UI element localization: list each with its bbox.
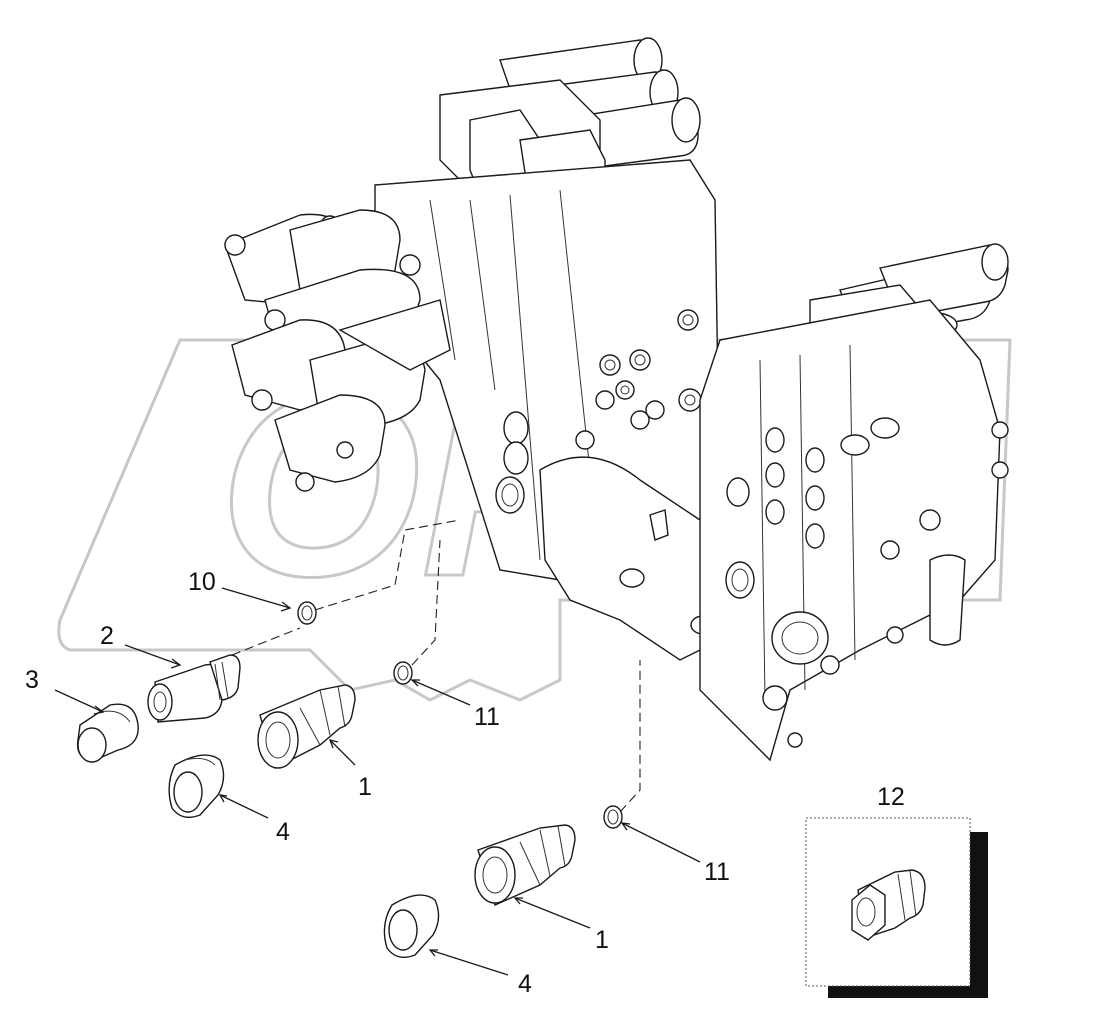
part-12-adapter xyxy=(851,869,926,941)
callout-11-lower: 11 xyxy=(704,858,730,886)
part-4-cap-upper xyxy=(168,754,225,818)
callout-2: 2 xyxy=(100,622,114,650)
leader-lines xyxy=(54,587,701,976)
part-2-adapter xyxy=(147,654,241,723)
solenoid-coils-left xyxy=(224,209,451,492)
part-11-o-ring-lower xyxy=(603,805,623,829)
assembly-lines xyxy=(231,519,641,813)
valve-bank-left xyxy=(224,37,721,661)
callout-10: 10 xyxy=(188,568,216,596)
callout-1-upper: 1 xyxy=(358,773,372,801)
part-11-o-ring-upper xyxy=(393,661,413,685)
callout-3: 3 xyxy=(25,666,39,694)
part-1-coupler-lower xyxy=(474,824,576,906)
callout-12: 12 xyxy=(877,783,905,811)
callout-4-upper: 4 xyxy=(276,818,290,846)
body-ports xyxy=(495,309,702,514)
part-1-coupler-upper xyxy=(257,684,356,770)
callout-labels: 10 2 3 11 1 4 12 11 1 4 xyxy=(25,568,905,998)
part-4-cap-lower xyxy=(383,894,440,958)
callout-11-upper: 11 xyxy=(474,703,500,731)
callout-1-lower: 1 xyxy=(595,926,609,954)
right-bank-ports xyxy=(725,417,1009,748)
part-10-o-ring xyxy=(297,601,317,625)
solenoid-cylinders-top xyxy=(439,37,701,206)
part-3-cap xyxy=(76,703,139,763)
callout-4-lower: 4 xyxy=(518,970,532,998)
inset-box-12 xyxy=(805,817,988,998)
valve-bank-right xyxy=(699,243,1009,762)
